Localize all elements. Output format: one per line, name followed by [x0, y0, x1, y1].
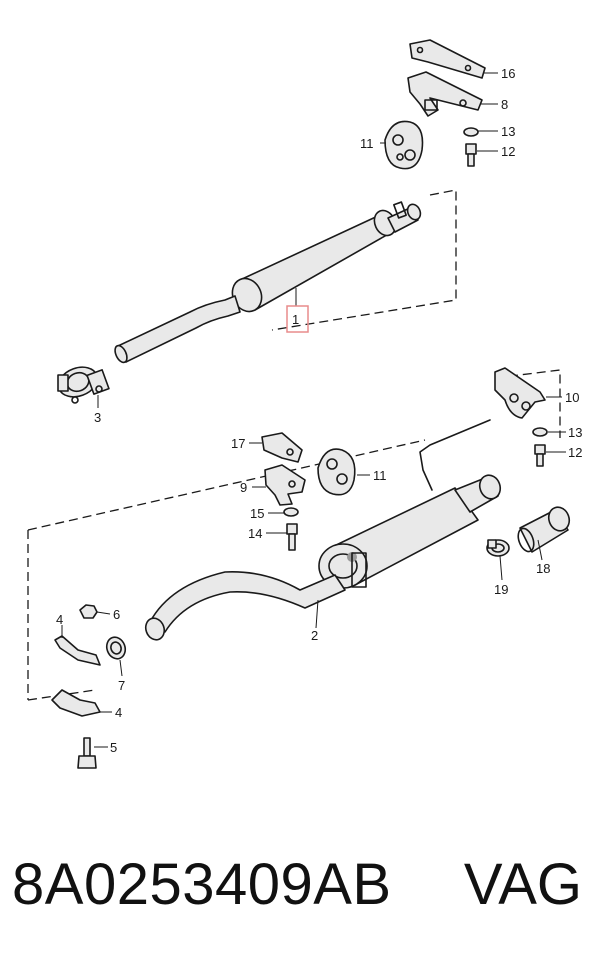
nut[interactable] [79, 604, 98, 619]
callout-3: 3 [94, 410, 101, 425]
exhaust-system-diagram: 1 2 3 4 4 5 6 7 8 9 10 11 11 12 12 13 13… [27, 39, 582, 769]
callout-7: 7 [118, 678, 125, 693]
rubber-mount-mid[interactable] [317, 448, 356, 496]
callout-11-mid: 11 [373, 468, 387, 483]
mid-bracket-plate[interactable] [261, 432, 303, 463]
mid-hanger-bracket[interactable] [264, 464, 306, 506]
right-hanger-bracket[interactable] [494, 367, 546, 419]
callout-12-right: 12 [568, 445, 582, 460]
footer: 8A0253409AB VAG [0, 835, 600, 935]
callout-14: 14 [248, 526, 262, 541]
rubber-mount-upper[interactable] [384, 120, 424, 170]
callout-16: 16 [501, 66, 515, 81]
washer-right[interactable] [532, 427, 548, 437]
brand-name: VAG [463, 852, 582, 917]
callout-12-upper: 12 [501, 144, 515, 159]
leader-lines [61, 72, 566, 748]
callout-4-upper: 4 [56, 612, 63, 627]
upper-bracket[interactable] [409, 39, 486, 79]
clamp-half-lower[interactable] [51, 689, 101, 717]
callout-13-upper: 13 [501, 124, 515, 139]
front-pipe-with-center-silencer[interactable] [113, 201, 423, 364]
callout-4-lower: 4 [115, 705, 122, 720]
callout-11-upper: 11 [360, 136, 374, 151]
callout-8: 8 [501, 97, 508, 112]
seal-ring[interactable] [104, 635, 128, 662]
callout-13-right: 13 [568, 425, 582, 440]
tailpipe-clamp[interactable] [486, 539, 510, 557]
clamp-half-upper[interactable] [54, 635, 101, 666]
callout-15: 15 [250, 506, 264, 521]
part-number: 8A0253409AB [12, 852, 392, 917]
bolt-mid[interactable] [286, 523, 298, 551]
upper-hanger-bracket[interactable] [407, 71, 483, 117]
callout-6: 6 [113, 607, 120, 622]
washer-mid[interactable] [283, 507, 299, 517]
callout-9: 9 [240, 480, 247, 495]
tailpipe-trim[interactable] [515, 504, 572, 553]
bolt-lower[interactable] [77, 737, 97, 769]
highlight-box [286, 305, 309, 333]
bolt-upper[interactable] [465, 143, 477, 167]
callout-18: 18 [536, 561, 550, 576]
pipe-clamp[interactable] [54, 362, 110, 404]
washer-upper[interactable] [463, 127, 479, 137]
callout-5: 5 [110, 740, 117, 755]
callout-2: 2 [311, 628, 318, 643]
callout-1: 1 [292, 312, 299, 327]
callout-17: 17 [231, 436, 245, 451]
rear-silencer[interactable] [143, 419, 504, 642]
callout-10: 10 [565, 390, 579, 405]
callout-19: 19 [494, 582, 508, 597]
bolt-right[interactable] [534, 444, 546, 467]
